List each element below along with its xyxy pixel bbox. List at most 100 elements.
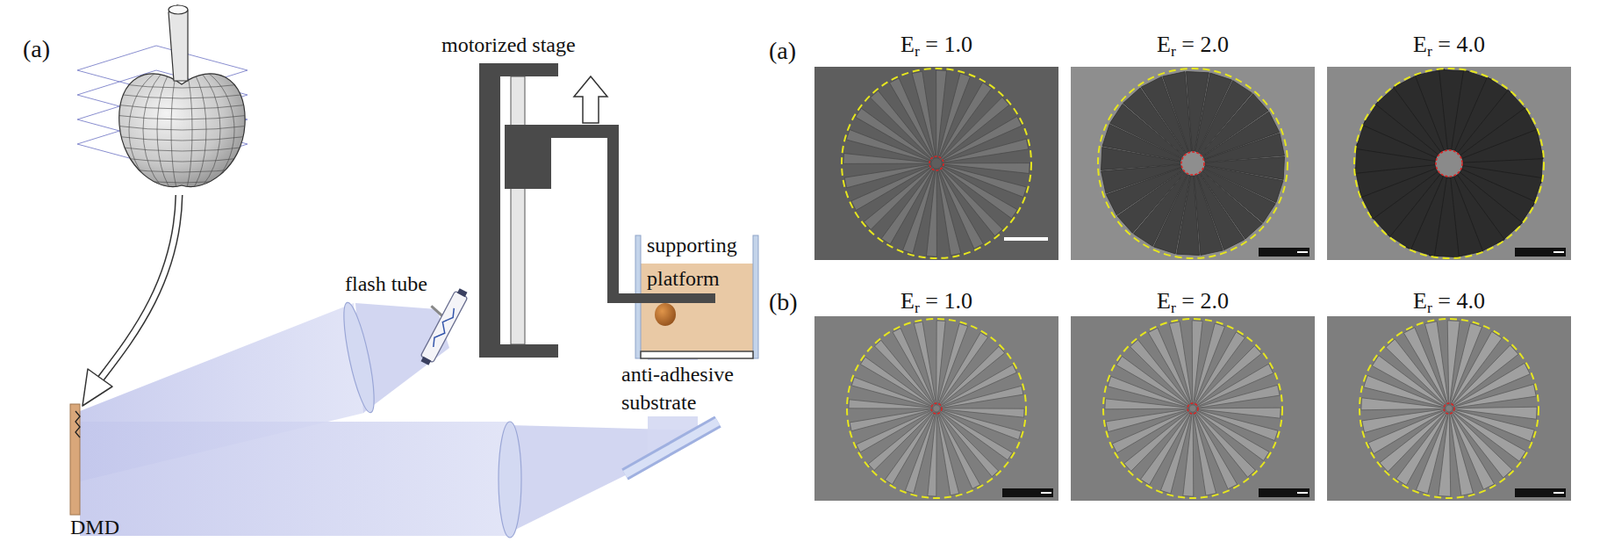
pillar-wedge: [849, 408, 933, 431]
tube-electrode: [421, 356, 432, 366]
panel-letter: (a): [768, 36, 797, 65]
micrograph: [1070, 66, 1315, 260]
outer-circle: [1354, 68, 1544, 259]
pillar-wedge: [936, 411, 959, 496]
center-circle: [929, 156, 944, 171]
micrograph-background: [1327, 66, 1572, 260]
label-holder: (b): [768, 287, 798, 316]
micrograph: [814, 315, 1059, 501]
center-circle: [1435, 150, 1463, 177]
transfer-arrow: [100, 194, 180, 380]
pillar-wedge: [913, 321, 936, 405]
pillar-wedge: [911, 71, 936, 158]
outer-circle: [1359, 318, 1539, 498]
panel-heading: Er = 1.0: [814, 31, 1059, 58]
mesh-line: [114, 146, 251, 151]
label-holder: (a): [22, 35, 51, 64]
vat-wall: [753, 235, 759, 359]
outer-circle: [841, 68, 1032, 259]
micrograph-panel: Er = 1.0: [814, 287, 1059, 501]
scale-bar-line: [1297, 491, 1308, 494]
mesh-line: [114, 114, 251, 120]
scale-bar: [1514, 487, 1566, 497]
center-circle: [1187, 402, 1199, 414]
supporting-platform: [607, 293, 716, 303]
stage-arm: [479, 344, 559, 358]
stage-carriage: [504, 124, 552, 189]
scale-bar-line: [1040, 491, 1052, 494]
scale-bar: [1258, 247, 1310, 257]
mesh-line: [114, 167, 251, 173]
part-label: flash tube: [344, 270, 428, 297]
pillar-wedge: [1449, 411, 1473, 496]
mesh-line: [114, 136, 251, 141]
center-circle: [1181, 151, 1205, 175]
part-label: anti-adhesive substrate: [619, 359, 747, 417]
dmd-micromirrors: [75, 410, 80, 438]
lens: [337, 300, 381, 415]
label-holder: anti-adhesive substrate: [619, 359, 747, 417]
scale-bar: [1002, 487, 1054, 497]
stage-column: [479, 63, 501, 358]
mesh-line: [114, 104, 251, 109]
panel-heading: Er = 2.0: [1070, 287, 1315, 315]
micrograph: [1327, 66, 1572, 260]
micrograph-background: [1070, 315, 1315, 501]
label-holder: supporting platform: [646, 228, 751, 295]
panel-heading: Er = 4.0: [1327, 31, 1572, 58]
label-holder: DMD: [70, 514, 120, 539]
mirror-face: [624, 421, 718, 474]
printed-object: [654, 302, 676, 326]
platform-arm: [607, 124, 619, 303]
mesh-line: [114, 157, 251, 162]
mirror: [624, 421, 718, 474]
stage-arm: [479, 63, 559, 77]
pillar-wedge: [937, 168, 962, 256]
tube-electrode: [457, 287, 468, 297]
light-beam: [79, 421, 510, 536]
label-holder: flash tube: [344, 270, 428, 297]
scale-bar-line: [1553, 251, 1565, 253]
pillar-wedge: [844, 164, 932, 188]
pillar-wedge: [1105, 408, 1190, 431]
pillar-wedge: [1192, 411, 1216, 496]
mesh-line: [114, 83, 251, 88]
mesh-line: [114, 93, 251, 99]
scale-bar-line: [1297, 251, 1308, 253]
pillar-wedge: [1196, 384, 1280, 408]
dmd-chip: [70, 403, 80, 515]
panel-heading: Er = 4.0: [1327, 287, 1572, 315]
pillar-wedge: [1462, 129, 1543, 163]
pillar-wedge: [1424, 321, 1449, 406]
micrograph-background: [1327, 315, 1572, 501]
panel-letter: (a): [22, 35, 51, 64]
scale-bar-line: [1553, 491, 1565, 494]
apple-stem: [168, 5, 188, 81]
panel-heading: Er = 2.0: [1070, 31, 1315, 58]
apple-mesh: [114, 64, 251, 196]
micrograph-panel: Er = 2.0: [1070, 287, 1315, 501]
pillar-wedge: [941, 138, 1029, 163]
micrograph: [1327, 315, 1572, 501]
scale-bar: [1514, 247, 1566, 257]
micrograph-panel: Er = 1.0: [814, 31, 1059, 260]
mesh-line: [114, 178, 251, 183]
part-label: DMD: [70, 514, 120, 539]
pillar-wedge: [1169, 321, 1192, 405]
pillar-wedge: [939, 385, 1024, 408]
tube-lead: [430, 305, 445, 316]
transfer-arrow: [100, 194, 180, 380]
outer-circle: [1097, 68, 1288, 259]
motion-arrow: [573, 76, 608, 123]
apple-stem-top: [168, 5, 188, 15]
scale-bar: [1258, 487, 1310, 497]
pillar-wedge: [1452, 383, 1537, 408]
micrograph: [814, 66, 1059, 260]
micrograph-panel: Er = 4.0: [1327, 287, 1572, 501]
mesh-line: [114, 125, 251, 130]
panel-heading: Er = 1.0: [814, 287, 1059, 315]
scale-bar: [1004, 236, 1048, 241]
micrograph-background: [814, 315, 1059, 501]
micrograph: [1070, 315, 1315, 501]
